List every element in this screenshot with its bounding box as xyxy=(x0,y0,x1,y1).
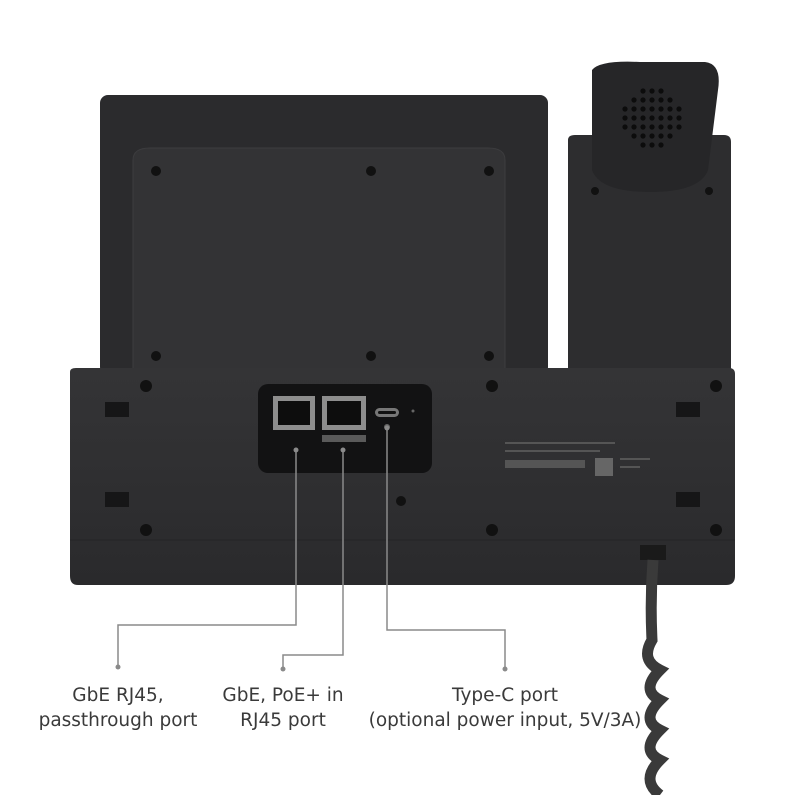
callout-label-line1: Type-C port xyxy=(452,685,558,706)
grille-hole xyxy=(640,133,646,139)
grille-hole xyxy=(658,124,664,130)
grille-hole xyxy=(658,88,664,94)
grille-hole xyxy=(649,97,655,103)
callout-label-typec-port: Type-C port (optional power input, 5V/3A… xyxy=(369,683,642,733)
grille-hole xyxy=(622,115,628,121)
callout-label-poe-port: GbE, PoE+ in RJ45 port xyxy=(222,683,343,733)
grille-hole xyxy=(622,124,628,130)
callout-label-line2: (optional power input, 5V/3A) xyxy=(368,710,642,731)
callout-label-line2: passthrough port xyxy=(38,710,198,731)
handset-cord xyxy=(640,545,670,795)
grille-hole xyxy=(667,124,673,130)
callout-label-passthrough-port: GbE RJ45, passthrough port xyxy=(39,683,198,733)
grille-hole xyxy=(676,106,682,112)
grille-hole xyxy=(640,142,646,148)
callout-line-poe xyxy=(282,450,344,668)
callout-line-passthrough xyxy=(117,450,297,666)
grille-hole xyxy=(622,106,628,112)
grille-hole xyxy=(658,106,664,112)
grille-hole xyxy=(649,124,655,130)
callout-label-line1: GbE RJ45, xyxy=(72,685,164,706)
grille-hole xyxy=(667,106,673,112)
grille-hole xyxy=(649,106,655,112)
usb-c-port xyxy=(375,408,399,430)
grille-hole xyxy=(631,106,637,112)
grille-hole xyxy=(667,115,673,121)
display-back xyxy=(100,95,548,375)
regulatory-marks xyxy=(505,442,650,476)
rj45-port-passthrough xyxy=(273,396,315,430)
handset xyxy=(592,61,719,192)
base xyxy=(70,368,735,585)
callout-label-line1: GbE, PoE+ in xyxy=(222,685,344,706)
callout-lines xyxy=(117,428,506,668)
grille-hole xyxy=(676,124,682,130)
grille-hole xyxy=(667,133,673,139)
callout-label-line2: RJ45 port xyxy=(240,710,326,731)
speaker-grille xyxy=(622,88,682,148)
grille-hole xyxy=(676,115,682,121)
grille-hole xyxy=(640,106,646,112)
grille-hole xyxy=(631,97,637,103)
grille-hole xyxy=(649,115,655,121)
grille-hole xyxy=(649,142,655,148)
callout-line-typec xyxy=(386,428,506,668)
rj45-port-poe xyxy=(322,396,366,442)
grille-hole xyxy=(631,133,637,139)
grille-hole xyxy=(658,133,664,139)
grille-hole xyxy=(631,115,637,121)
grille-hole xyxy=(649,133,655,139)
grille-hole xyxy=(640,124,646,130)
grille-hole xyxy=(667,97,673,103)
grille-hole xyxy=(640,88,646,94)
grille-hole xyxy=(649,88,655,94)
handset-cradle xyxy=(568,135,731,372)
grille-hole xyxy=(658,115,664,121)
grille-hole xyxy=(631,124,637,130)
grille-hole xyxy=(658,97,664,103)
grille-hole xyxy=(640,97,646,103)
grille-hole xyxy=(640,115,646,121)
port-panel xyxy=(258,384,432,473)
grille-hole xyxy=(658,142,664,148)
